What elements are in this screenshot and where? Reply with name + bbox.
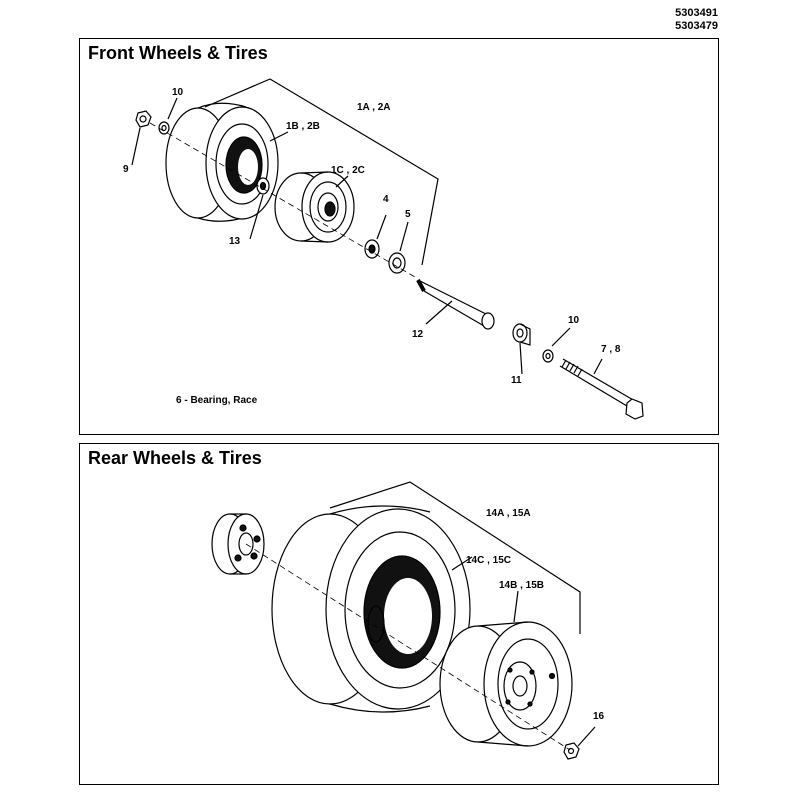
front-nut-9	[135, 110, 152, 128]
callout-wheel-assembly-rear: 14A , 15A	[486, 508, 531, 519]
front-rim	[274, 171, 355, 243]
rear-hub	[211, 513, 265, 575]
rear-lug-nut-16	[563, 742, 580, 760]
rear-wheels-panel: Rear Wheels & Tires	[79, 443, 719, 785]
callout-tire-rear: 14C , 15C	[466, 555, 512, 566]
front-bolt-7-8	[559, 358, 644, 420]
front-spacer-11	[512, 323, 531, 346]
callout-tire-front: 1B , 2B	[286, 121, 320, 132]
callout-item-10-top: 10	[172, 87, 184, 98]
bearing-race-note: 6 - Bearing, Race	[176, 395, 258, 406]
front-seal-5	[388, 252, 406, 274]
rear-tire	[271, 505, 471, 713]
callout-item-9: 9	[123, 164, 129, 175]
front-wheels-panel: Front Wheels & Tires	[79, 38, 719, 435]
rear-rim	[439, 621, 573, 747]
front-tire	[165, 102, 279, 222]
front-panel-title: Front Wheels & Tires	[88, 43, 268, 63]
front-spacer-13	[256, 177, 270, 195]
document-number-1: 5303491	[675, 7, 718, 19]
rear-wheel-exploded-diagram	[211, 481, 596, 760]
document-number-2: 5303479	[675, 20, 718, 32]
callout-item-16: 16	[593, 711, 605, 722]
rear-assembly-bracket	[329, 481, 581, 634]
front-washer-10-right	[542, 349, 554, 363]
callout-wheel-assembly-front: 1A , 2A	[357, 102, 391, 113]
callout-item-11: 11	[511, 375, 522, 386]
callout-item-7-8: 7 , 8	[601, 344, 621, 355]
rear-panel-title: Rear Wheels & Tires	[88, 448, 262, 468]
callout-item-13: 13	[229, 236, 241, 247]
callout-rim-front: 1C , 2C	[331, 165, 365, 176]
callout-item-12: 12	[412, 329, 424, 340]
front-wheel-exploded-diagram	[131, 78, 644, 420]
callout-item-4: 4	[383, 194, 389, 205]
callout-item-10-right: 10	[568, 315, 580, 326]
front-axle-tube-12	[416, 279, 495, 330]
front-washer-10-top	[158, 121, 170, 135]
callout-rim-rear: 14B , 15B	[499, 580, 545, 591]
front-assembly-bracket	[204, 78, 439, 266]
callout-item-5: 5	[405, 209, 411, 220]
